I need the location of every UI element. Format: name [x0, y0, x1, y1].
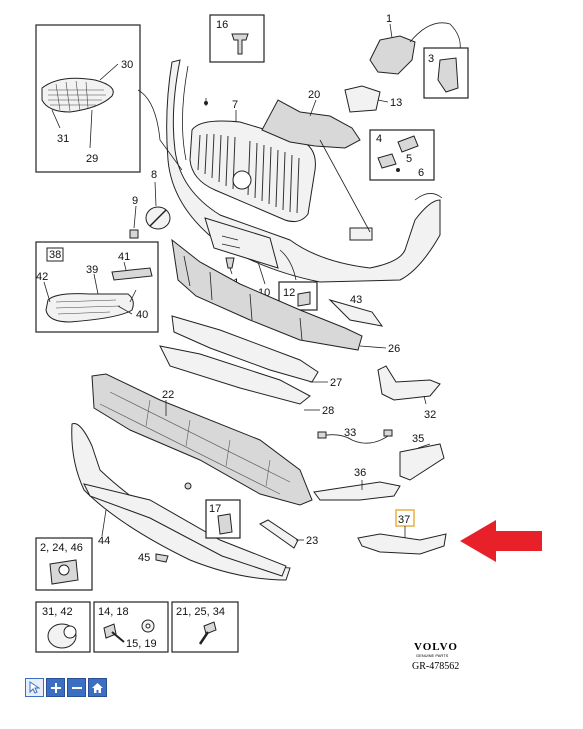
callout-28: 28: [322, 405, 334, 417]
bracket-1: 1: [369, 13, 461, 75]
callout-22: 22: [162, 389, 174, 401]
callout-31: 31: [57, 133, 69, 145]
lower-bumper-44: 44: [71, 422, 291, 581]
zoom-in-button[interactable]: [46, 678, 65, 697]
inset-box-3: 3: [423, 47, 469, 99]
fog-bracket-32: 32: [377, 365, 441, 421]
trim-43: 43: [328, 294, 384, 327]
highlight-arrow: [460, 520, 542, 562]
callout-40: 40: [136, 309, 148, 321]
callout-42: 42: [36, 271, 48, 283]
reinforcement-27: 27: [159, 315, 342, 405]
inset-box-2-24-46: 2, 24, 46: [35, 537, 93, 591]
callout-2-24-46: 2, 24, 46: [40, 542, 83, 554]
callout-33: 33: [344, 427, 356, 439]
inset-box-21-25-34: 21, 25, 34: [171, 601, 239, 653]
inset-box-31-42: 31, 42: [35, 601, 91, 653]
callout-39: 39: [86, 264, 98, 276]
inset-box-29: 30 31 29: [35, 24, 141, 173]
plus-icon: [50, 682, 61, 693]
bracket-20: 20 13: [261, 85, 402, 233]
zoom-out-button[interactable]: [67, 678, 86, 697]
trim-23: 23: [259, 519, 318, 549]
callout-21-25-34: 21, 25, 34: [176, 606, 225, 618]
callout-7: 7: [232, 99, 238, 111]
callout-23: 23: [306, 535, 318, 547]
harness-33: 33: [317, 427, 393, 444]
callout-3: 3: [428, 53, 434, 65]
callout-16: 16: [216, 19, 228, 31]
callout-41: 41: [118, 251, 130, 263]
callout-17: 17: [209, 503, 221, 515]
callout-32: 32: [424, 409, 436, 421]
drl-36: 36: [313, 467, 401, 501]
callout-37: 37: [398, 514, 410, 526]
callout-12: 12: [283, 287, 295, 299]
callout-45: 45: [138, 552, 150, 564]
callout-13: 13: [390, 97, 402, 109]
callout-26: 26: [388, 343, 400, 355]
callout-44: 44: [98, 535, 110, 547]
callout-38: 38: [49, 249, 61, 261]
callout-36: 36: [354, 467, 366, 479]
clip-45: 45: [138, 552, 169, 564]
inset-box-17: 17: [205, 499, 241, 539]
inset-box-14-18-15-19: 14, 18 15, 19: [93, 601, 169, 653]
skid-plate-22: 22 28: [91, 373, 334, 506]
absorber-26: 26: [171, 238, 400, 355]
callout-43: 43: [350, 294, 362, 306]
home-button[interactable]: [88, 678, 107, 697]
callout-9: 9: [132, 195, 138, 207]
callout-35: 35: [412, 433, 424, 445]
viewer-toolbar: [25, 678, 107, 697]
callout-29: 29: [86, 153, 98, 165]
emblem-8: 8 9: [129, 169, 171, 239]
callout-27: 27: [330, 377, 342, 389]
inset-box-38: 38 41 39 42 40: [35, 241, 159, 333]
cursor-icon: [29, 681, 40, 694]
diagram-reference: GR-478562: [412, 661, 459, 672]
callout-6: 6: [418, 167, 424, 179]
select-tool-button[interactable]: [25, 678, 44, 697]
inset-box-16: 16: [209, 14, 265, 63]
callout-8: 8: [151, 169, 157, 181]
callout-4: 4: [376, 133, 382, 145]
brand-subtitle: GENUINE PARTS: [416, 653, 449, 658]
bracket-35: 35: [399, 433, 445, 481]
inset-box-4-5-6: 4 5 6: [369, 129, 435, 181]
footer-branding: VOLVO GENUINE PARTS GR-478562: [412, 641, 459, 672]
callout-31-42: 31, 42: [42, 606, 73, 618]
callout-14-18: 14, 18: [98, 606, 129, 618]
grille: 7: [189, 99, 316, 222]
minus-icon: [71, 686, 82, 689]
callout-30: 30: [121, 59, 133, 71]
callout-5: 5: [406, 153, 412, 165]
home-icon: [92, 682, 103, 693]
callout-15-19: 15, 19: [126, 638, 157, 650]
bumper-cover: [166, 59, 443, 283]
cover-37-highlighted: 37: [357, 509, 447, 555]
callout-20: 20: [308, 89, 320, 101]
brand-name: VOLVO: [414, 641, 458, 653]
callout-1: 1: [386, 13, 392, 25]
